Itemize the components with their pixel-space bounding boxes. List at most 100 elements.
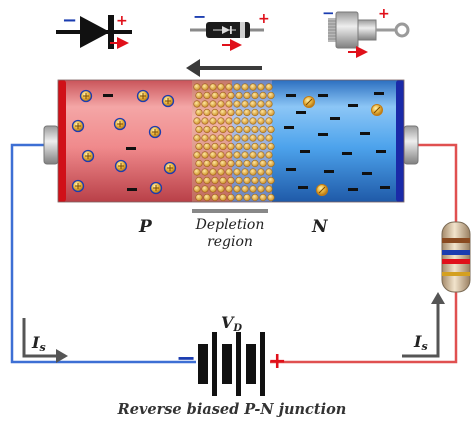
depletion-ion — [217, 185, 225, 193]
depletion-ion — [249, 134, 257, 142]
depletion-ion — [209, 117, 217, 125]
depletion-ion — [227, 193, 235, 202]
depletion-ion — [211, 176, 219, 185]
depletion-ion — [201, 185, 209, 193]
current-label-right: Is — [413, 332, 428, 353]
depletion-ion — [235, 108, 243, 117]
depletion-ion — [251, 108, 259, 117]
depletion-ion — [227, 108, 235, 117]
n-region-donors — [303, 96, 383, 196]
depletion-ion — [203, 159, 211, 168]
depletion-ion — [233, 83, 241, 91]
depletion-ion — [249, 151, 257, 159]
depletion-ion — [195, 91, 203, 100]
depletion-ion — [249, 117, 257, 125]
depletion-ion — [251, 159, 259, 168]
depletion-ion — [265, 134, 273, 142]
depletion-ion — [227, 125, 235, 134]
electron — [286, 94, 296, 97]
donor-ion — [371, 104, 383, 116]
acceptor-ion — [126, 147, 136, 150]
depletion-ion — [227, 91, 235, 100]
depletion-ion — [217, 168, 225, 176]
depletion-ion — [233, 151, 241, 159]
depletion-ion — [257, 151, 265, 159]
depletion-ion — [211, 142, 219, 151]
depletion-ion — [267, 108, 275, 117]
hole — [136, 89, 150, 103]
depletion-ion — [259, 91, 267, 100]
diode-symbol-icon: − + — [56, 10, 132, 49]
hole — [148, 125, 162, 139]
depletion-label-line1: Depletion — [195, 217, 265, 233]
depletion-ion — [193, 134, 201, 142]
electron — [380, 186, 390, 189]
depletion-ion — [219, 108, 227, 117]
diode-symbol-minus: − — [62, 10, 77, 31]
depletion-ion — [259, 193, 267, 202]
battery-plus-sign: + — [268, 349, 286, 374]
depletion-ion — [195, 176, 203, 185]
depletion-ion — [211, 125, 219, 134]
donor-ion — [316, 184, 328, 196]
hole — [113, 117, 127, 131]
stud-diode-plus: + — [378, 6, 390, 22]
depletion-ion — [219, 159, 227, 168]
depletion-ion — [243, 193, 251, 202]
depletion-ion — [233, 168, 241, 176]
depletion-ion — [267, 91, 275, 100]
hole — [161, 94, 175, 108]
depletion-ion — [267, 159, 275, 168]
depletion-ion — [203, 193, 211, 202]
depletion-ion — [225, 185, 233, 193]
depletion-ion — [259, 142, 267, 151]
depletion-ion — [251, 125, 259, 134]
electron — [284, 126, 294, 129]
electron — [318, 94, 328, 97]
depletion-ion-grid — [193, 83, 275, 202]
depletion-ion — [203, 125, 211, 134]
depletion-ion — [265, 168, 273, 176]
depletion-ion — [265, 117, 273, 125]
left-current-arrow — [22, 318, 68, 363]
depletion-ion — [225, 83, 233, 91]
depletion-ion — [259, 125, 267, 134]
depletion-label-line2: region — [207, 234, 253, 250]
depletion-ion — [241, 185, 249, 193]
depletion-ion — [209, 168, 217, 176]
depletion-ion — [209, 185, 217, 193]
depletion-ion — [233, 100, 241, 108]
depletion-ion — [257, 134, 265, 142]
depletion-ion — [203, 91, 211, 100]
depletion-ion — [195, 159, 203, 168]
stud-diode-icon: − + — [322, 4, 410, 58]
depletion-ion — [249, 100, 257, 108]
left-terminal — [43, 125, 59, 165]
depletion-ion — [195, 108, 203, 117]
depletion-ion — [219, 193, 227, 202]
depletion-ion — [235, 159, 243, 168]
current-label-left: Is — [31, 333, 46, 354]
depletion-ion — [235, 142, 243, 151]
depletion-ion — [211, 159, 219, 168]
depletion-ion — [267, 176, 275, 185]
depletion-ion — [219, 176, 227, 185]
hole — [79, 89, 93, 103]
battery-minus-sign: − — [176, 344, 196, 372]
n-region — [272, 80, 404, 202]
depletion-ion — [227, 176, 235, 185]
depletion-ion — [241, 168, 249, 176]
depletion-ion — [233, 185, 241, 193]
depletion-ion — [227, 159, 235, 168]
depletion-ion — [243, 142, 251, 151]
depletion-ion — [209, 83, 217, 91]
hole — [71, 119, 85, 133]
depletion-ion — [201, 151, 209, 159]
depletion-ion — [243, 159, 251, 168]
electron — [330, 117, 340, 120]
stud-diode-minus: − — [322, 4, 335, 22]
depletion-ion — [201, 83, 209, 91]
depletion-ion — [193, 100, 201, 108]
depletion-ion — [243, 176, 251, 185]
